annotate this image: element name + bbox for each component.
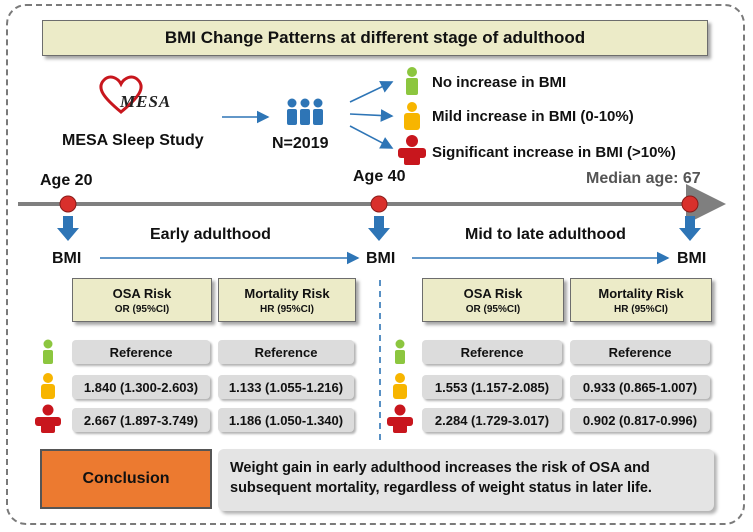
table-left-osa-header: OSA Risk OR (95%CI) xyxy=(72,278,212,322)
table-left-mortality-cell: Reference xyxy=(218,340,354,364)
mid-age-label: Age 40 xyxy=(353,168,406,185)
person-icon-no-increase xyxy=(406,67,418,95)
bmi-label-age20: BMI xyxy=(52,250,82,267)
conclusion-text: Weight gain in early adulthood increases… xyxy=(218,449,714,511)
table-right-osa-cell: Reference xyxy=(422,340,562,364)
timeline-node-age20 xyxy=(59,195,77,213)
study-label: MESA Sleep Study xyxy=(62,132,204,149)
arrow-to-category-2 xyxy=(349,109,394,122)
period-early-label: Early adulthood xyxy=(150,226,271,243)
category-label-mild-increase: Mild increase in BMI (0-10%) xyxy=(432,108,634,125)
person-icon-row-no-increase-left xyxy=(43,339,53,364)
table-right-mortality-cell: 0.933 (0.865-1.007) xyxy=(570,375,710,399)
person-icon-row-significant-left xyxy=(35,404,61,433)
diagram-title: BMI Change Patterns at different stage o… xyxy=(42,20,708,56)
median-age-label: Median age: 67 xyxy=(586,170,701,187)
category-label-significant-increase: Significant increase in BMI (>10%) xyxy=(432,144,676,161)
table-left-mortality-title: Mortality Risk xyxy=(244,285,330,301)
category-label-no-increase: No increase in BMI xyxy=(432,74,567,91)
table-left-osa-cell: Reference xyxy=(72,340,210,364)
timeline-node-age40 xyxy=(370,195,388,213)
table-left-mortality-cell: 1.133 (1.055-1.216) xyxy=(218,375,354,399)
table-left-osa-cell: 1.840 (1.300-2.603) xyxy=(72,375,210,399)
table-left-osa-subtitle: OR (95%CI) xyxy=(114,303,170,315)
bmi-label-age40: BMI xyxy=(366,250,396,267)
table-right-osa-subtitle: OR (95%CI) xyxy=(465,303,521,315)
people-group-icon xyxy=(287,98,323,125)
table-right-osa-title: OSA Risk xyxy=(463,285,523,301)
timeline-node-age67 xyxy=(681,195,699,213)
table-right-osa-cell: 2.284 (1.729-3.017) xyxy=(422,408,562,432)
period-mid-late-label: Mid to late adulthood xyxy=(465,226,626,243)
person-icon-row-mild-left xyxy=(41,373,55,399)
table-right-osa-header: OSA Risk OR (95%CI) xyxy=(422,278,564,322)
table-left-mortality-header: Mortality Risk HR (95%CI) xyxy=(218,278,356,322)
conclusion-label: Conclusion xyxy=(40,449,212,509)
table-left-mortality-subtitle: HR (95%CI) xyxy=(260,303,314,315)
down-arrow-icons xyxy=(57,216,701,241)
arrow-to-category-3 xyxy=(349,125,394,149)
sample-size-label: N=2019 xyxy=(272,135,329,152)
start-age-label: Age 20 xyxy=(40,172,93,189)
table-left-mortality-cell: 1.186 (1.050-1.340) xyxy=(218,408,354,432)
person-icon-row-no-increase-right xyxy=(395,339,405,364)
person-icon-row-mild-right xyxy=(393,373,407,399)
table-right-osa-cell: 1.553 (1.157-2.085) xyxy=(422,375,562,399)
table-left-osa-title: OSA Risk xyxy=(112,285,172,301)
person-icon-mild-increase xyxy=(404,102,420,130)
arrow-to-category-1 xyxy=(349,81,394,103)
bmi-label-age67: BMI xyxy=(677,250,707,267)
table-left-osa-cell: 2.667 (1.897-3.749) xyxy=(72,408,210,432)
table-right-mortality-subtitle: HR (95%CI) xyxy=(614,303,668,315)
table-right-mortality-cell: 0.902 (0.817-0.996) xyxy=(570,408,710,432)
table-right-mortality-header: Mortality Risk HR (95%CI) xyxy=(570,278,712,322)
person-icon-significant-increase xyxy=(398,135,426,165)
person-icon-row-significant-right xyxy=(387,404,413,433)
mesa-logo-text: MESA xyxy=(120,92,172,111)
heart-logo-icon xyxy=(99,75,143,114)
table-right-mortality-cell: Reference xyxy=(570,340,710,364)
table-right-mortality-title: Mortality Risk xyxy=(598,285,684,301)
diagram-frame xyxy=(6,4,745,525)
